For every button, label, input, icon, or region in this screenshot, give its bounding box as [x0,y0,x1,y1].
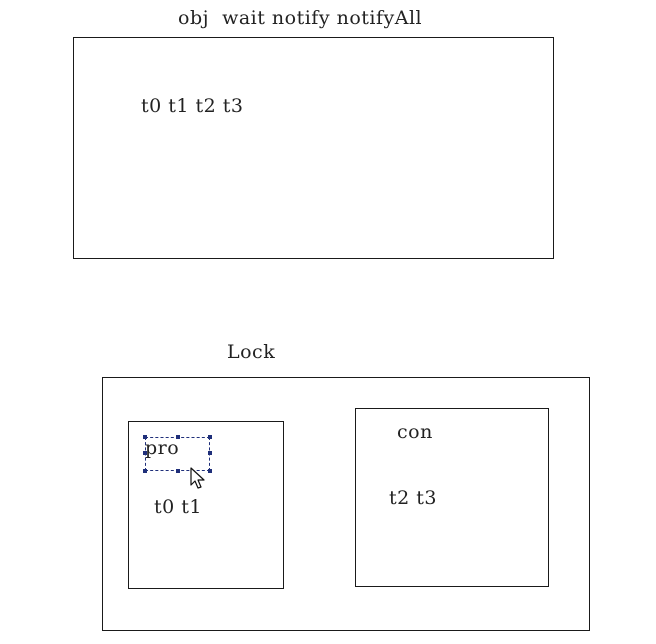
resize-handle[interactable] [208,451,212,455]
obj-threads-label: t0 t1 t2 t3 [141,95,244,117]
resize-handle[interactable] [143,469,147,473]
lock-title: Lock [227,341,276,363]
lock-box: pro t0 t1 con t2 t3 [102,377,590,631]
resize-handle[interactable] [208,435,212,439]
resize-handle[interactable] [208,469,212,473]
resize-handle[interactable] [176,469,180,473]
obj-box: t0 t1 t2 t3 [73,37,554,259]
text-selection-frame[interactable] [143,435,212,473]
resize-handle[interactable] [176,435,180,439]
producer-box: pro t0 t1 [128,421,284,589]
obj-methods-title: obj wait notify notifyAll [178,7,423,29]
consumer-box: con t2 t3 [355,408,549,587]
resize-handle[interactable] [143,451,147,455]
consumer-label: con [397,421,433,443]
producer-label[interactable]: pro [145,437,180,459]
producer-threads-label: t0 t1 [154,496,202,518]
consumer-threads-label: t2 t3 [389,487,437,509]
resize-handle[interactable] [143,435,147,439]
arrow-cursor-icon [190,467,205,489]
